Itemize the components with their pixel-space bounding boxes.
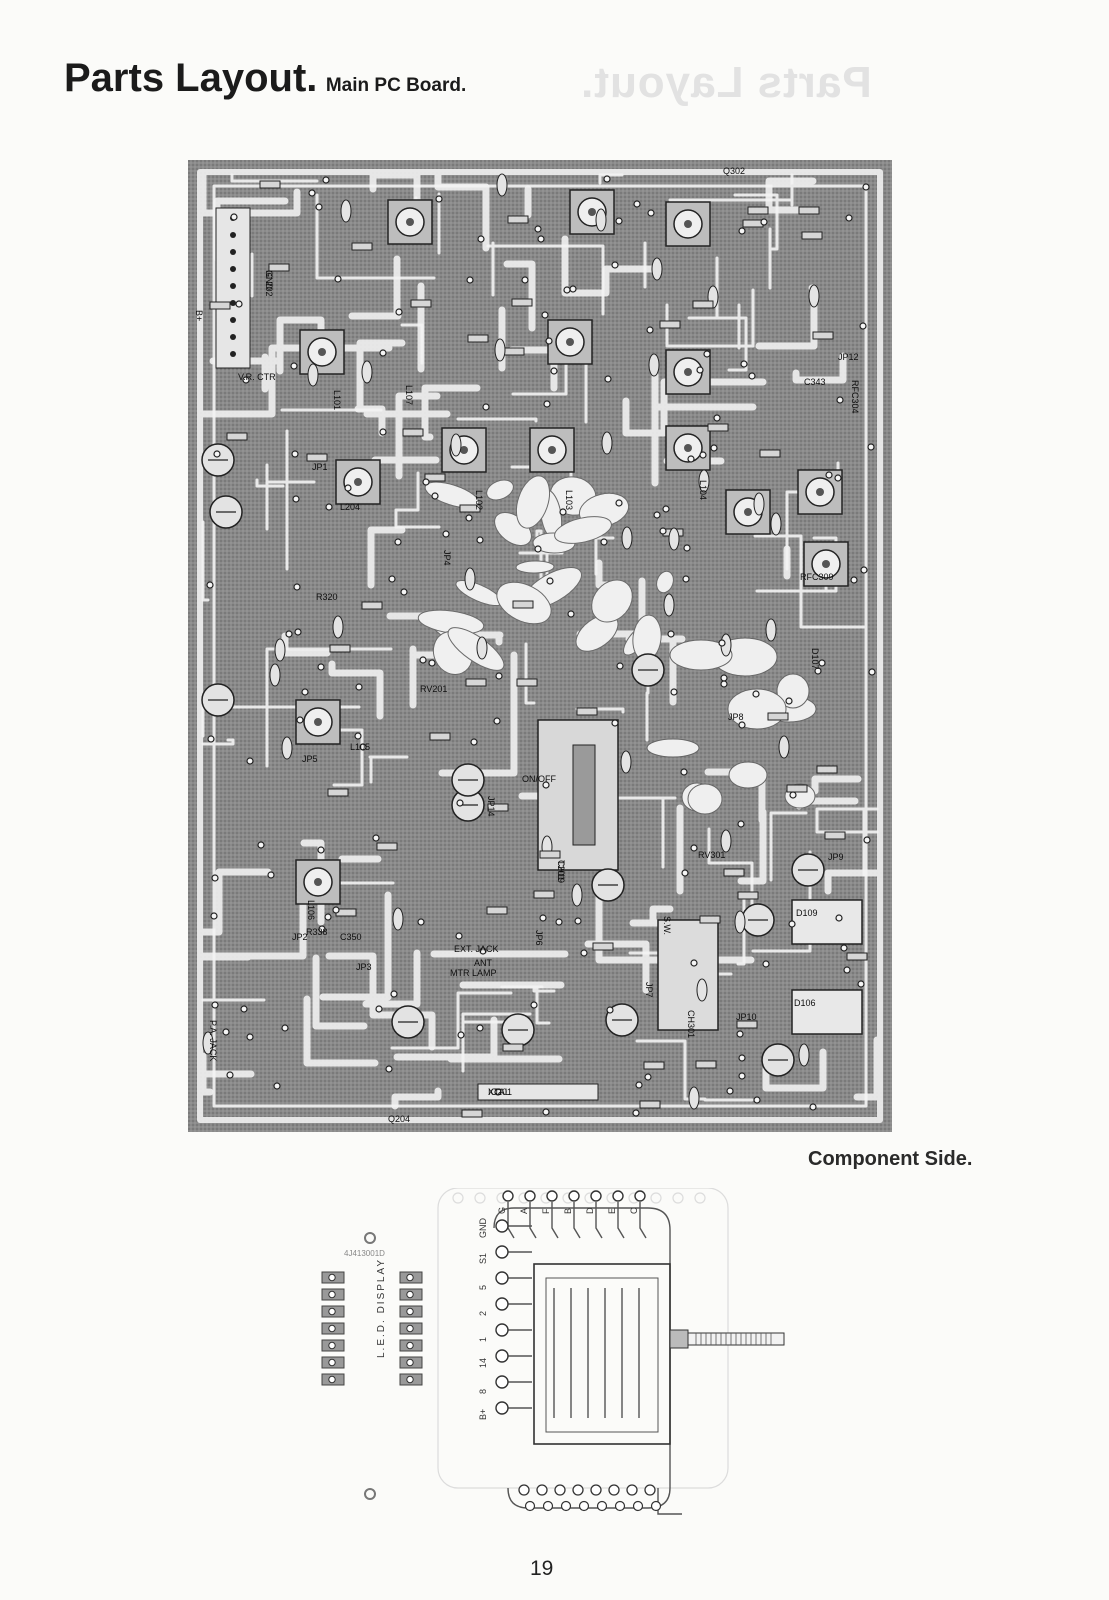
component-label: JP3 [356, 962, 372, 972]
segment-label: E [607, 1208, 617, 1214]
component-label: L101 [332, 390, 342, 410]
component-label: P.A. JACK [208, 1020, 218, 1061]
component-label: L107 [404, 385, 414, 405]
pin-label: 8 [478, 1389, 488, 1394]
segment-label: C [629, 1207, 639, 1214]
component-label: IC 202 [264, 270, 274, 297]
component-label: JP2 [292, 932, 308, 942]
component-label: Q302 [723, 166, 745, 176]
component-label: MTR LAMP [450, 968, 497, 978]
component-label: JP7 [644, 982, 654, 998]
page-number: 19 [530, 1557, 554, 1580]
segment-label: A [519, 1208, 529, 1214]
page-heading: Parts Layout. Main PC Board. [64, 56, 466, 101]
pin-label: 2 [478, 1311, 488, 1316]
component-label: RFC309 [800, 572, 834, 582]
component-label: JP10 [736, 1012, 757, 1022]
component-label: XTAL [488, 1087, 510, 1097]
component-label: Q204 [388, 1114, 410, 1124]
led-display-label: L.E.D. DISPLAY [376, 1258, 387, 1358]
component-label: RV201 [420, 684, 447, 694]
component-label: S.W. [662, 916, 672, 935]
component-label: JP5 [302, 754, 318, 764]
component-label: JP1 [312, 462, 328, 472]
component-label: EXT. JACK [454, 944, 499, 954]
pin-label: 1 [478, 1337, 488, 1342]
component-label: D109 [796, 908, 818, 918]
component-label: C343 [804, 377, 826, 387]
bleed-through-title: Parts Layout. [580, 58, 872, 107]
component-label: L106 [306, 900, 316, 920]
component-label: D107 [810, 648, 820, 670]
pin-label: B+ [478, 1409, 488, 1420]
component-label: CH301 [686, 1010, 696, 1038]
pin-label: GND [478, 1218, 488, 1239]
component-label: RFC304 [850, 380, 860, 414]
pin-label: 14 [478, 1358, 488, 1368]
component-label: B+ [194, 310, 204, 321]
segment-label: F [541, 1208, 551, 1214]
component-label: ON/OFF [522, 774, 556, 784]
component-label: R320 [316, 592, 338, 602]
component-label: JP14 [486, 796, 496, 817]
component-label: L104 [698, 480, 708, 500]
figure-caption: Component Side. [808, 1148, 973, 1170]
pin-label: 5 [478, 1285, 488, 1290]
component-label: IC201 [488, 1087, 512, 1097]
segment-label: B [563, 1208, 573, 1214]
component-label: L204 [340, 502, 360, 512]
component-label: T201 [556, 860, 566, 881]
component-label: RV301 [698, 850, 725, 860]
component-label: JP4 [442, 550, 452, 566]
page-subtitle: Main PC Board. [325, 75, 467, 96]
component-label: L105 [350, 742, 370, 752]
component-label: JP9 [828, 852, 844, 862]
pin-label: S1 [478, 1253, 488, 1264]
component-label: L103 [564, 490, 574, 510]
component-label: JP8 [728, 712, 744, 722]
component-label: JP12 [838, 352, 859, 362]
segment-label: D [585, 1207, 595, 1214]
component-label: JP6 [534, 930, 544, 946]
component-label: C350 [340, 932, 362, 942]
segment-label: G [497, 1207, 507, 1214]
component-label: CH19 [556, 860, 566, 883]
pcb-drawing: IC 202IC201T201CH301Q302Q204RV301RV201L1… [188, 160, 892, 1132]
page-title: Parts Layout. [64, 56, 318, 100]
component-label: R338 [306, 927, 328, 937]
component-label: GND [264, 270, 274, 291]
component-label: ANT [474, 958, 493, 968]
component-label: V.R. CTR [238, 372, 276, 382]
display-part-number: 4J413001D [344, 1249, 385, 1258]
component-label: L102 [474, 490, 484, 510]
component-label: D106 [794, 998, 816, 1008]
